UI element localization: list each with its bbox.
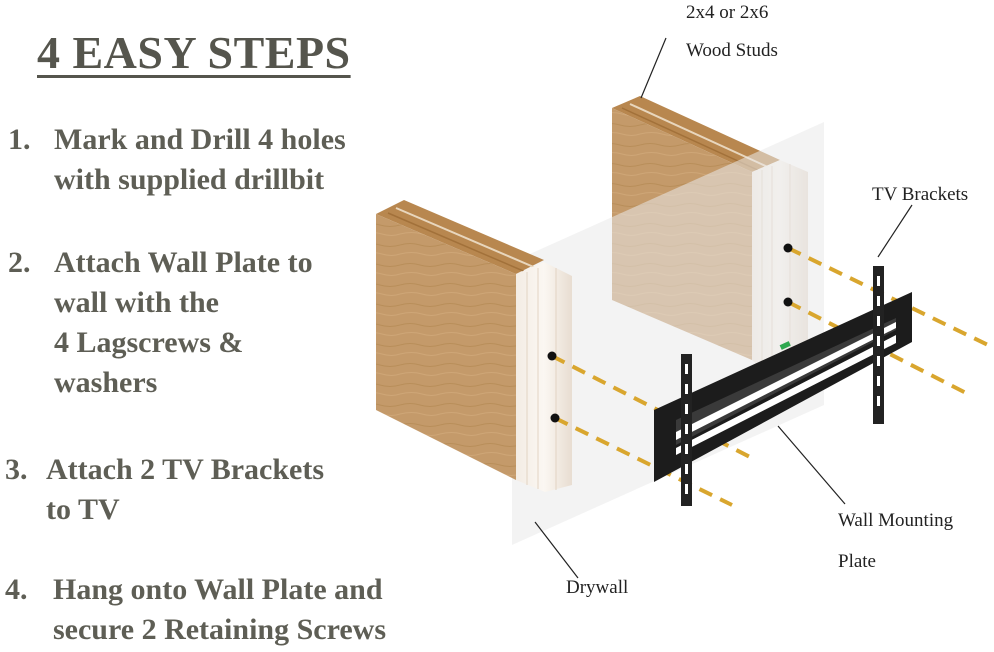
callout-wall-mounting-plate-line1: Wall Mounting [838,510,954,531]
step-number: 1. [8,123,31,156]
tv-bracket-left [681,354,692,506]
step-number: 3. [5,453,28,486]
drywall-panel [512,122,824,545]
front-wood-stud [376,200,572,492]
step-number: 4. [5,573,28,606]
step-4: 4. Hang onto Wall Plate and secure 2 Ret… [5,570,386,650]
callout-wall-mounting-plate-line2: Plate [838,551,876,572]
step-3: 3. Attach 2 TV Brackets to TV [5,450,324,530]
callout-drywall: Drywall [566,577,629,598]
step-text-line: secure 2 Retaining Screws [53,613,387,646]
callout-wood-studs-line2: Wood Studs [686,40,778,61]
tv-bracket-right [873,266,884,424]
step-text-line: to TV [46,493,120,526]
step-text-line: Hang onto Wall Plate and [53,573,383,606]
step-text-line: 4 Lagscrews & [54,326,244,359]
callout-tv-brackets: TV Brackets [872,184,969,205]
wall-mounting-plate [654,292,912,482]
step-1: 1. Mark and Drill 4 holes with supplied … [8,120,346,200]
step-text-line: wall with the [54,286,219,319]
drill-holes [547,243,793,423]
step-text-line: Attach 2 TV Brackets [46,453,325,486]
leader-wall-plate [777,425,846,505]
step-text-line: washers [54,366,158,399]
step-number: 2. [8,246,31,279]
step-2: 2. Attach Wall Plate to wall with the 4 … [8,243,313,403]
leader-tv-brackets [877,204,913,258]
page-title: 4 EASY STEPS [37,27,351,78]
step-text-line: with supplied drillbit [54,163,325,196]
step-text-line: Mark and Drill 4 holes [54,123,346,156]
callout-wood-studs-line1: 2x4 or 2x6 [686,2,769,23]
leader-wood-studs [640,37,667,99]
step-text-line: Attach Wall Plate to [54,246,313,279]
leader-drywall [534,521,579,579]
